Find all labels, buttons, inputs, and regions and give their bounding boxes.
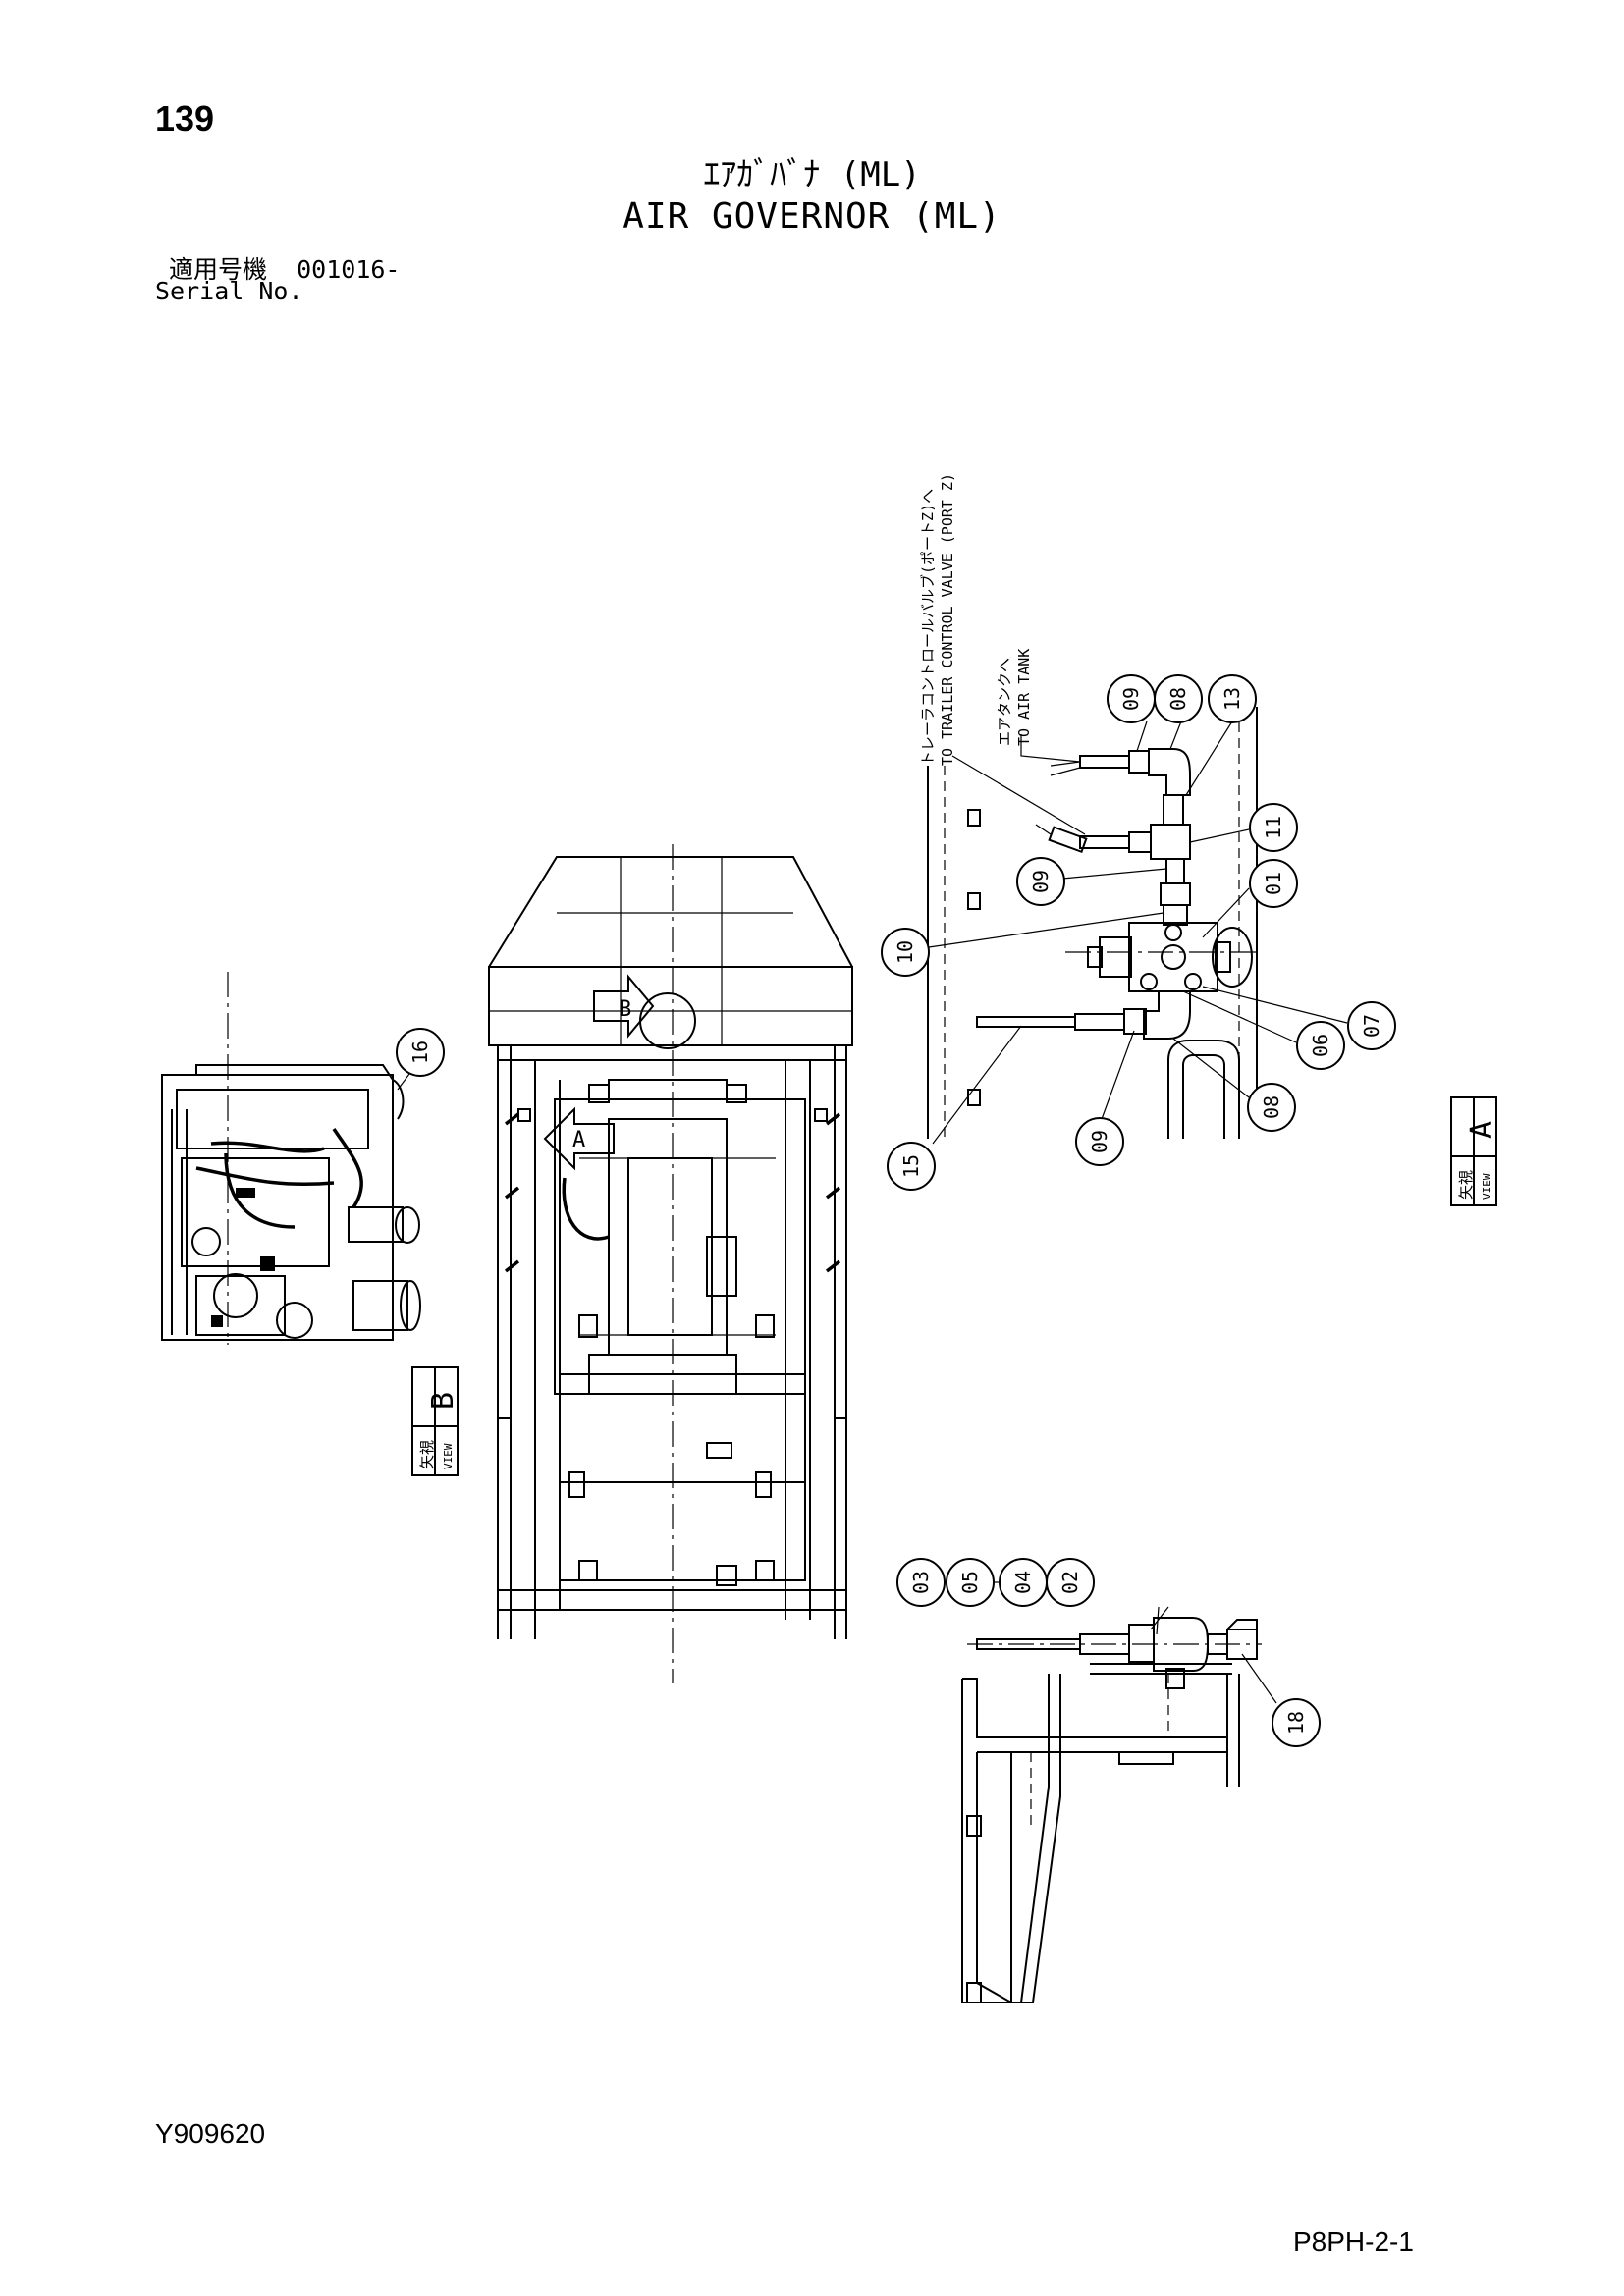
engine-view-b [161,972,421,1345]
callout-09-middle: 09 [1029,870,1053,893]
callout-04: 04 [1011,1571,1035,1594]
callout-08-bottom: 08 [1260,1095,1283,1119]
serial-applicability: 適用号機 001016- [169,250,400,286]
view-arrow-b-label: B [619,997,631,1022]
callout-bubbles: 09 08 13 11 09 01 10 07 06 08 09 15 16 0… [396,674,1396,1747]
serial-label-japanese: 適用号機 [169,255,268,284]
callout-05: 05 [958,1571,982,1594]
page-number: 139 [155,98,215,138]
title-english: AIR GOVERNOR (ML) [623,196,1001,237]
view-label-b: 矢視 VIEW B [411,1366,460,1476]
callout-11: 11 [1262,816,1285,839]
air-governor-assembly-view-a [927,707,1348,1145]
trailer-valve-label-english: TO TRAILER CONTROL VALVE (PORT Z) [939,473,956,766]
view-arrow-a: A [543,1106,615,1171]
sheet-reference: P8PH-2-1 [1293,2226,1414,2257]
callout-15: 15 [899,1154,923,1178]
callout-02: 02 [1058,1571,1082,1594]
callout-09-bottom: 09 [1088,1130,1111,1153]
view-b-label-english: VIEW [442,1443,455,1469]
routing-label-trailer-valve: トレーラコントロールバルブ(ポートZ)へ TO TRAILER CONTROL … [919,473,956,766]
view-label-a: 矢視 VIEW A [1450,1096,1499,1206]
serial-label-english: Serial No. [155,277,303,305]
callout-13: 13 [1220,687,1244,711]
view-b-label-japanese: 矢視 [418,1440,436,1469]
view-a-label-japanese: 矢視 [1457,1170,1475,1200]
callout-16: 16 [408,1041,432,1064]
callout-10: 10 [893,940,917,964]
callout-08-top: 08 [1166,687,1190,711]
trailer-valve-label-japanese: トレーラコントロールバルブ(ポートZ)へ [919,489,937,766]
air-governor-mount-assembly [961,1606,1277,2003]
view-arrow-a-label: A [572,1128,585,1152]
view-a-letter: A [1465,1121,1499,1139]
machine-frame [488,844,853,1683]
title-japanese: ｴｱｶﾞﾊﾞﾅ (ML) [703,155,921,194]
view-b-letter: B [426,1392,460,1410]
callout-06: 06 [1309,1034,1332,1057]
callout-03: 03 [909,1571,933,1594]
callout-18: 18 [1284,1711,1308,1735]
callout-09-top: 09 [1119,687,1143,711]
callout-07: 07 [1360,1014,1383,1038]
air-tank-label-japanese: エアタンクへ [996,658,1013,746]
view-a-label-english: VIEW [1481,1173,1493,1200]
air-tank-label-english: TO AIR TANK [1015,649,1033,746]
callout-01: 01 [1262,872,1285,895]
drawing-number: Y909620 [155,2118,266,2149]
serial-value: 001016- [297,255,401,284]
view-arrow-b: B [593,974,655,1039]
routing-label-air-tank: エアタンクへ TO AIR TANK [996,649,1033,746]
